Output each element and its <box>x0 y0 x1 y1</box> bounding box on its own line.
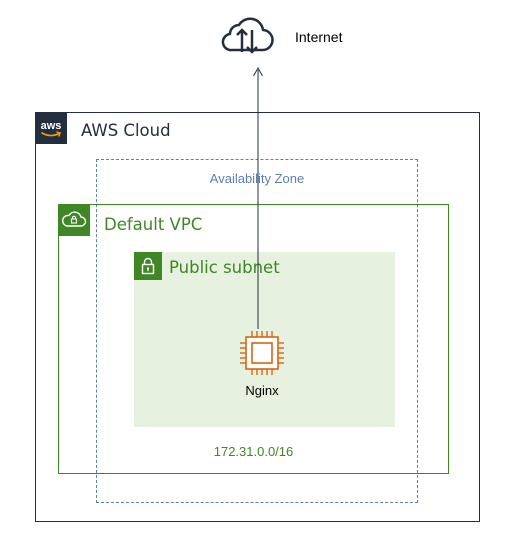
internet-label: Internet <box>295 29 343 45</box>
ec2-chip-icon <box>238 329 286 377</box>
vpc-cidr-label: 172.31.0.0/16 <box>213 444 294 459</box>
padlock-icon <box>134 252 162 280</box>
internet-cloud-icon <box>220 14 274 54</box>
aws-logo-icon: aws <box>35 112 67 144</box>
vpc-cloud-lock-icon <box>58 204 90 236</box>
aws-cloud-label: AWS Cloud <box>81 121 171 140</box>
svg-text:aws: aws <box>41 120 62 132</box>
public-subnet-label: Public subnet <box>169 258 280 277</box>
vpc-label: Default VPC <box>104 215 203 234</box>
availability-zone-label: Availability Zone <box>209 171 305 186</box>
ec2-instance-label: Nginx <box>245 383 279 398</box>
vpc-group <box>58 204 449 474</box>
availability-zone-group <box>96 159 418 503</box>
